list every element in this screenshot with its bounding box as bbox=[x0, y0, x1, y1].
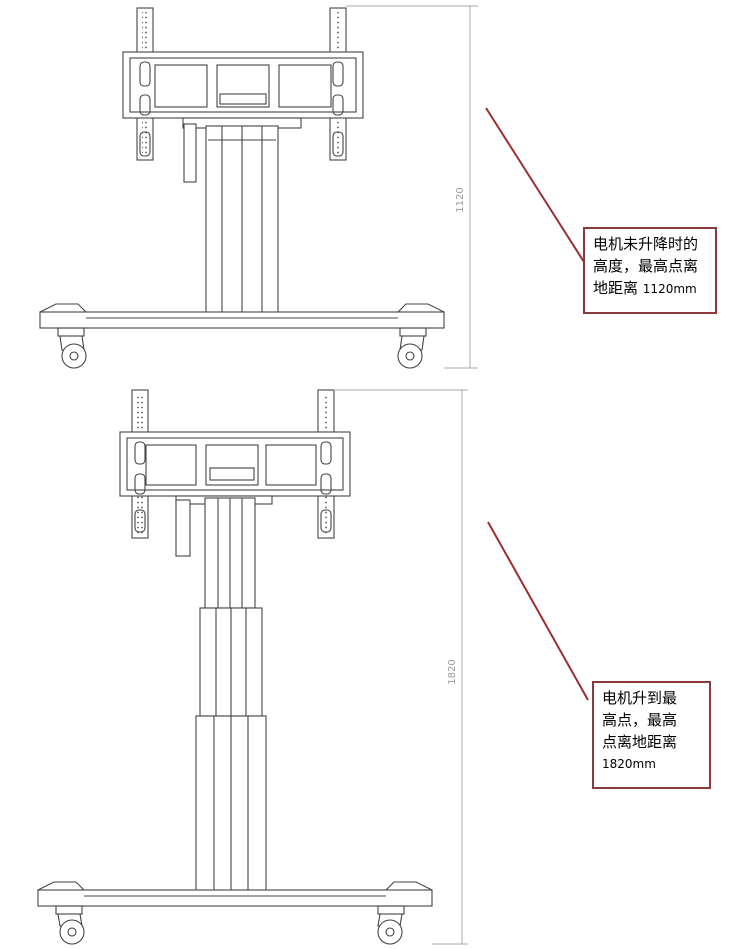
callout-top-line2: 高度，最高点离 bbox=[593, 257, 699, 275]
callout-top-line1: 电机未升降时的 bbox=[593, 235, 699, 253]
callout-raised-height: 电机升到最 高点，最高 点离地距离 1820mm bbox=[592, 681, 711, 789]
dimension-label-1120: 1120 bbox=[455, 187, 466, 212]
callout-top-line3: 地距离 1120mm bbox=[593, 277, 707, 300]
leader-line-top bbox=[485, 107, 585, 263]
stand-lowered bbox=[39, 7, 445, 369]
mount-frame bbox=[122, 51, 364, 119]
caster-right-top bbox=[397, 327, 427, 369]
callout-top-line3-text: 地距离 bbox=[593, 279, 639, 297]
leader-line-bottom bbox=[487, 521, 589, 701]
callout-bottom-line1: 电机升到最 bbox=[602, 689, 678, 707]
callout-top-value: 1120mm bbox=[642, 282, 697, 296]
caster-left-top bbox=[57, 327, 87, 369]
callout-bottom-line3: 点离地距离 bbox=[602, 733, 678, 751]
dimension-label-1820: 1820 bbox=[447, 659, 458, 684]
dimension-1120 bbox=[346, 5, 478, 369]
base-lowered bbox=[39, 311, 445, 329]
caster-right-bottom bbox=[377, 905, 405, 945]
callout-bottom-line2: 高点，最高 bbox=[602, 711, 678, 729]
dimension-1820 bbox=[334, 389, 468, 945]
stand-raised bbox=[37, 389, 433, 945]
caster-left-bottom bbox=[55, 905, 85, 945]
base-raised bbox=[37, 889, 433, 907]
callout-lowered-height: 电机未升降时的 高度，最高点离 地距离 1120mm bbox=[583, 227, 717, 314]
callout-bottom-value: 1820mm bbox=[602, 757, 656, 771]
